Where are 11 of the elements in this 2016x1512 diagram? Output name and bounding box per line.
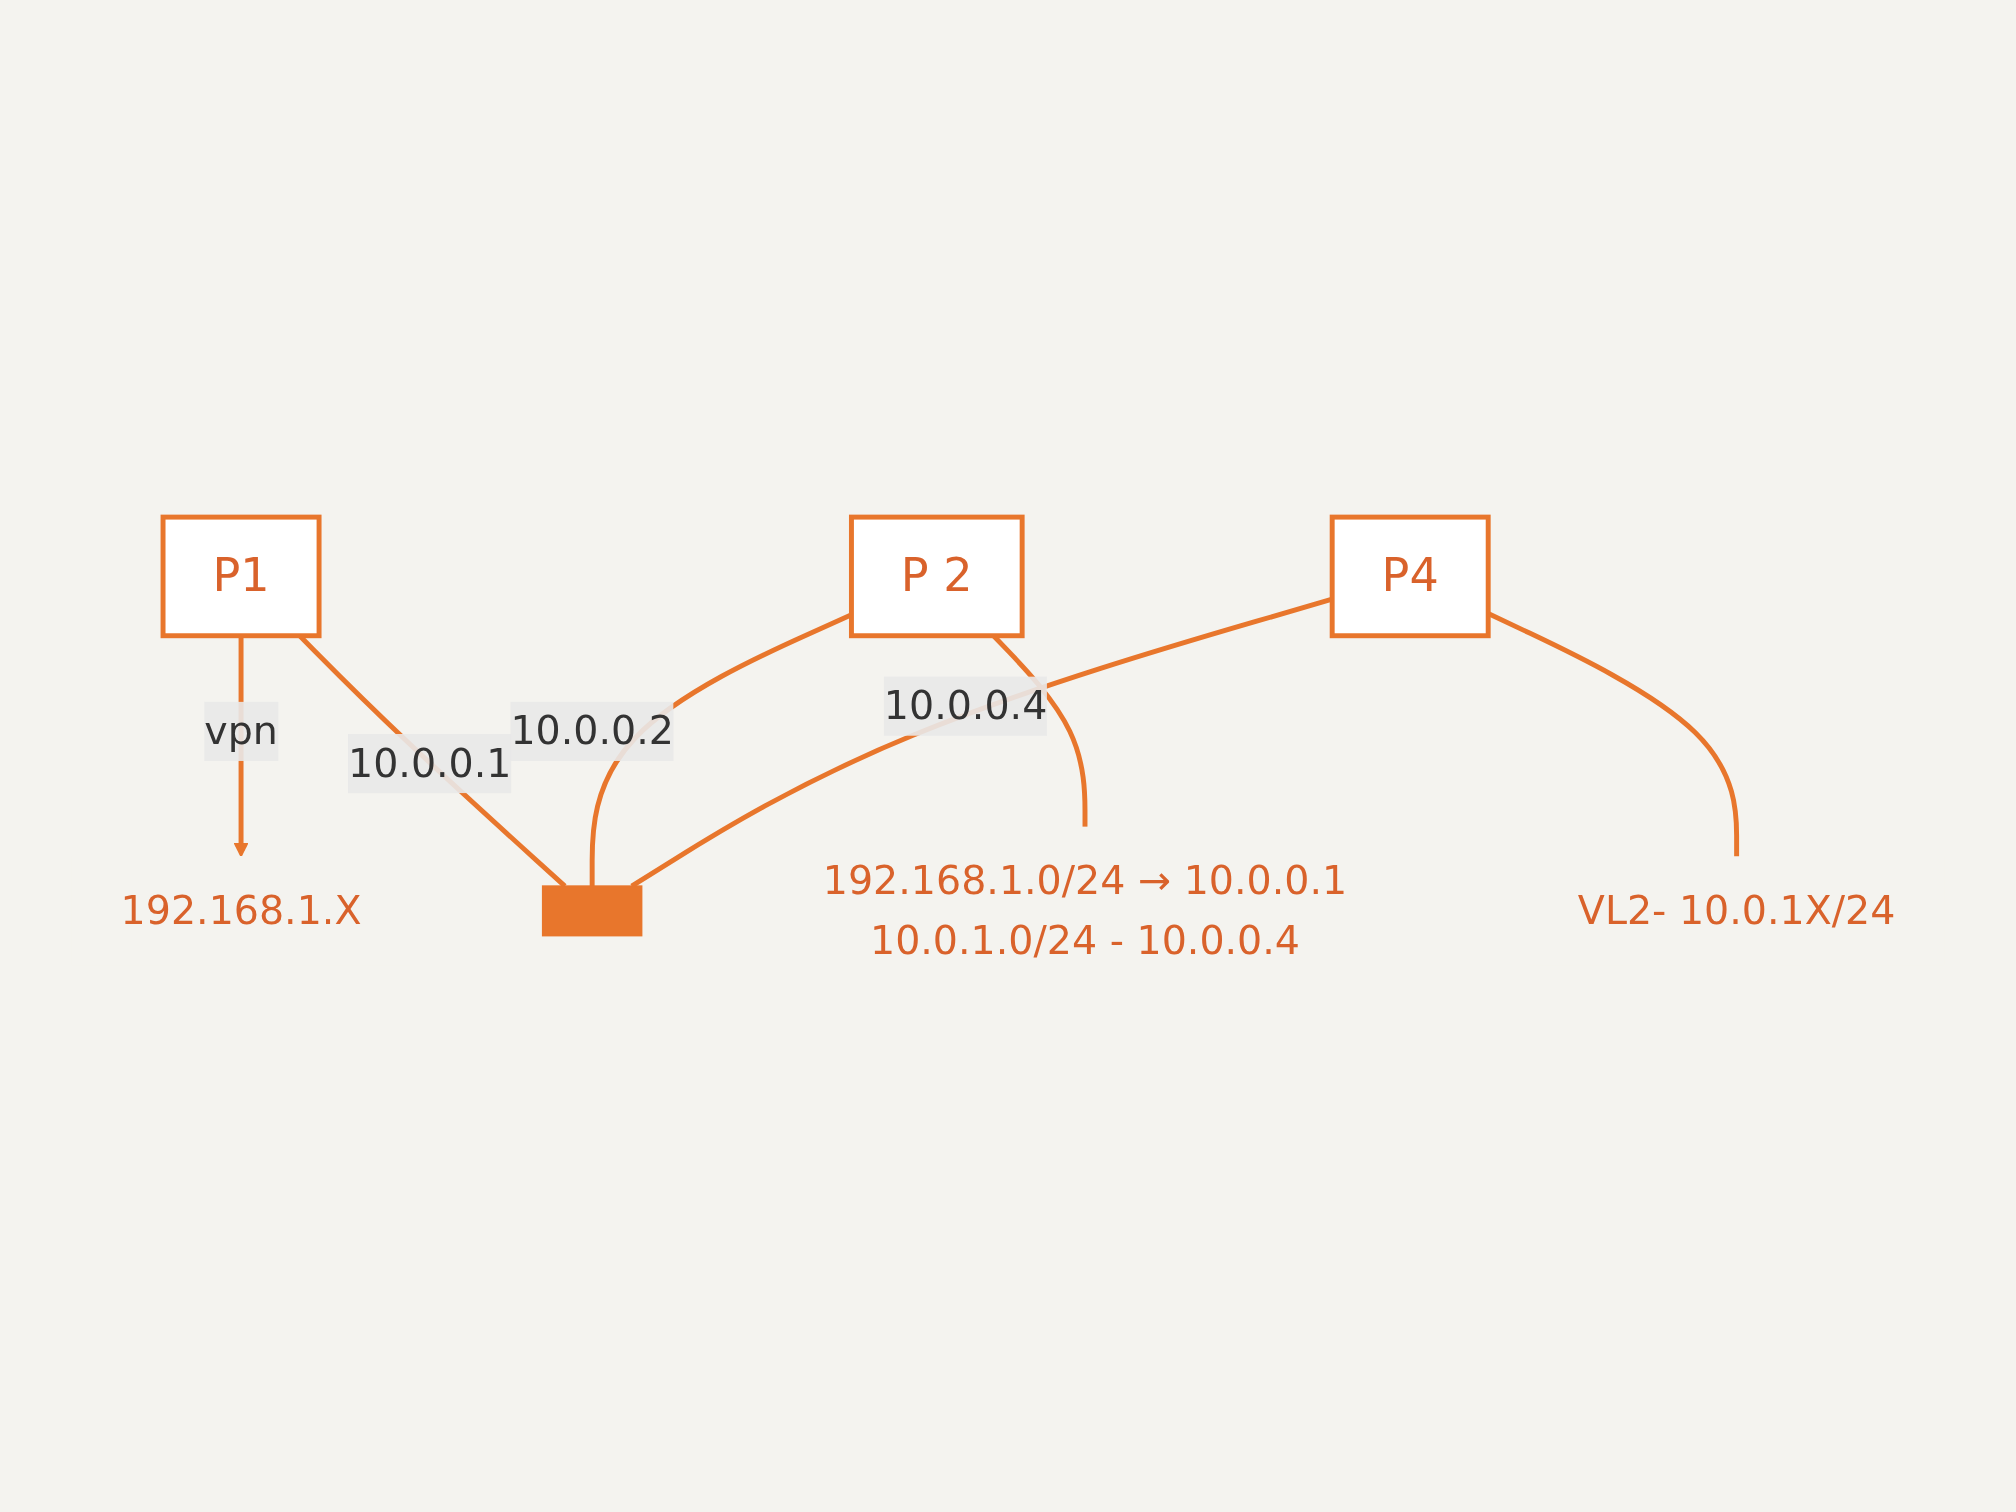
edge-label: 10.0.0.4 (883, 683, 1048, 730)
node-text: 192.168.1.X (120, 887, 362, 934)
node-box: P 2 (849, 514, 1025, 639)
edge-label: 10.0.0.2 (510, 708, 674, 755)
node-text: 192.168.1.0/24 → 10.0.0.1 10.0.1.0/24 - 10.0.0.4 (822, 858, 1348, 964)
edge-label: vpn (204, 708, 278, 755)
node-text: VL2- 10.0.1X/24 (1577, 887, 1896, 934)
node-box: P1 (160, 514, 322, 639)
node-bar (541, 885, 643, 937)
edge-label: 10.0.0.1 (348, 740, 512, 787)
node-box: P4 (1329, 514, 1491, 639)
